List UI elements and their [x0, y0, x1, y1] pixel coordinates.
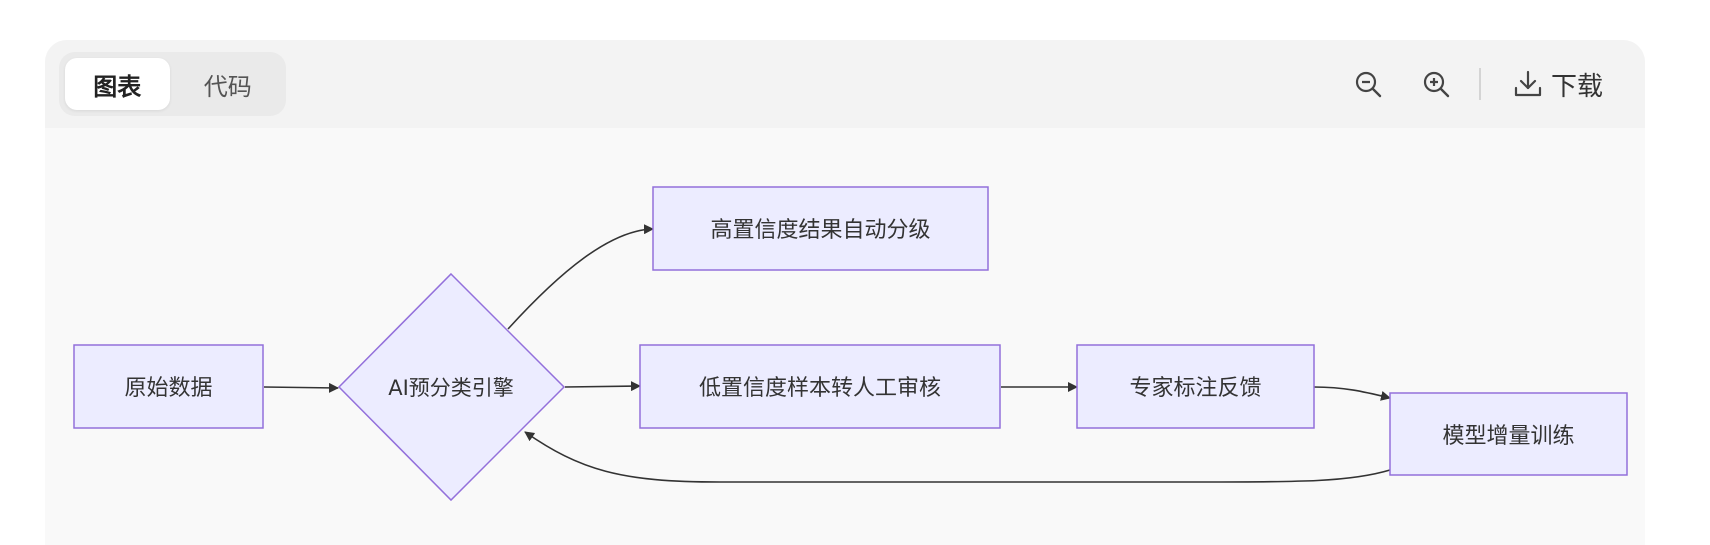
edge-expert-to-train [1313, 386, 1391, 401]
zoom-out-icon[interactable] [1350, 66, 1386, 102]
zoom-in-icon[interactable] [1418, 66, 1454, 102]
view-tabs: 图表 代码 [59, 52, 286, 116]
tab-diagram[interactable]: 图表 [65, 58, 170, 110]
node-label: 原始数据 [124, 376, 212, 401]
node-high-confidence: 高置信度结果自动分级 [652, 186, 989, 271]
edge-ai-to-high [507, 224, 654, 330]
node-low-confidence: 低置信度样本转人工审核 [639, 344, 1001, 429]
edge-train-to-ai [524, 431, 1391, 483]
node-label: 高置信度结果自动分级 [710, 218, 930, 243]
node-raw-data: 原始数据 [73, 344, 264, 429]
node-expert-feedback: 专家标注反馈 [1076, 344, 1315, 429]
download-button[interactable]: 下载 [1513, 62, 1603, 106]
node-ai-engine: AI预分类引擎 [337, 272, 566, 502]
node-label: 低置信度样本转人工审核 [699, 376, 941, 401]
node-label: 专家标注反馈 [1129, 376, 1261, 401]
edge-raw-to-ai [263, 382, 339, 393]
node-label: 模型增量训练 [1442, 424, 1574, 449]
download-icon [1514, 70, 1542, 97]
tab-code[interactable]: 代码 [203, 72, 252, 101]
download-label: 下载 [1551, 71, 1604, 102]
edge-ai-to-low [564, 381, 641, 392]
toolbar: 图表 代码 下载 [45, 40, 1645, 128]
diagram-card: 图表 代码 下载 [45, 40, 1645, 545]
toolbar-divider [1479, 68, 1481, 100]
node-label: AI预分类引擎 [388, 376, 514, 400]
node-model-training: 模型增量训练 [1389, 392, 1628, 476]
